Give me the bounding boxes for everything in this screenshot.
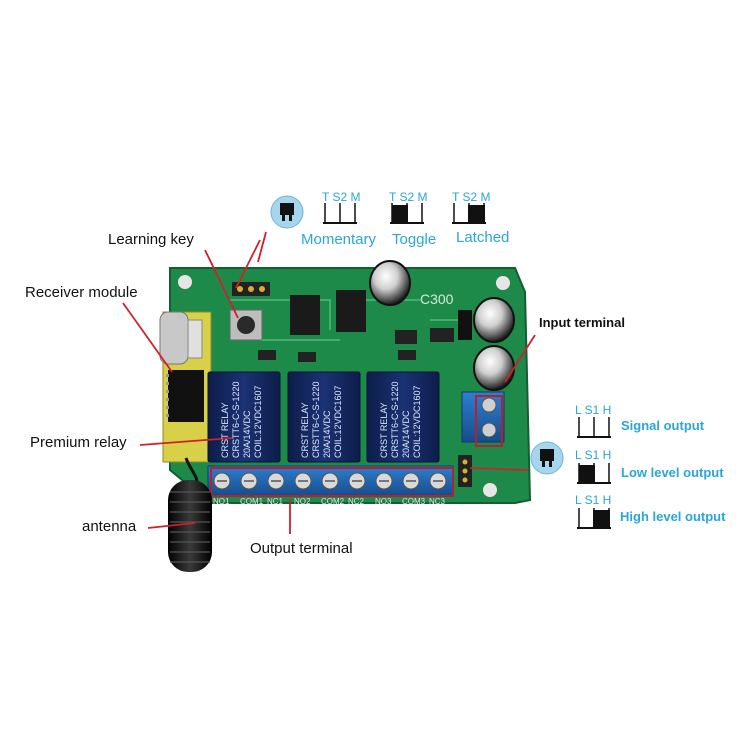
jumper-diagram-0 <box>323 203 357 224</box>
output-diagram-2 <box>577 508 611 529</box>
output-diagram-1 <box>577 463 611 484</box>
mode-toggle-label: Toggle <box>392 231 437 248</box>
terminal-label: NO1 <box>213 497 230 506</box>
learning-key-button <box>229 309 263 341</box>
relay-text-line: CRSTT6-C-S-1220 <box>311 381 321 458</box>
jumper-diagram-1 <box>390 203 424 224</box>
relay-text-line: CRSTT6-C-S-1220 <box>231 381 241 458</box>
terminal-label: NC3 <box>429 497 446 506</box>
input-terminal-label: Input terminal <box>539 315 625 330</box>
relay-text-line: CRST RELAY <box>379 402 389 458</box>
capacitors <box>369 260 515 391</box>
pins-high: L S1 H <box>575 493 612 507</box>
relay-text-line: COIL:12VDC1607 <box>333 385 343 458</box>
output-terminal-block <box>207 465 454 497</box>
receiver-module-label: Receiver module <box>25 284 138 301</box>
output-jumper-header <box>458 455 472 487</box>
relay-text-line: CRST RELAY <box>300 402 310 458</box>
pins-low: L S1 H <box>575 448 612 462</box>
relay-text-line: CRST RELAY <box>220 402 230 458</box>
terminal-label: NC1 <box>267 497 284 506</box>
relay-text-line: 20A/14VDC <box>242 410 252 458</box>
pins-latched: T S2 M <box>452 190 491 204</box>
terminal-label: COM1 <box>240 497 264 506</box>
terminal-label: NO3 <box>375 497 392 506</box>
pins-signal: L S1 H <box>575 403 612 417</box>
pins-momentary: T S2 M <box>322 190 361 204</box>
terminal-label: NC2 <box>348 497 365 506</box>
antenna-label: antenna <box>82 518 137 535</box>
input-terminal-block <box>461 391 505 447</box>
mode-high-label: High level output <box>620 509 726 524</box>
relay-2 <box>287 371 361 463</box>
premium-relay-label: Premium relay <box>30 434 127 451</box>
jumper-diagram-2 <box>452 203 486 224</box>
output-mode-diagrams <box>577 417 611 529</box>
mode-momentary-label: Momentary <box>301 231 377 248</box>
output-diagram-0 <box>577 417 611 438</box>
pointer-lines <box>122 231 536 534</box>
mode-signal-label: Signal output <box>621 418 705 433</box>
relay-text-line: 20A/14VDC <box>401 410 411 458</box>
terminal-label: COM2 <box>321 497 345 506</box>
antenna-coil <box>168 457 212 572</box>
terminal-label: COM3 <box>402 497 426 506</box>
ic-chips <box>258 290 454 362</box>
relay-text-line: CRSTT6-C-S-1220 <box>390 381 400 458</box>
relay-text-line: COIL:12VDC1607 <box>412 385 422 458</box>
learning-key-label: Learning key <box>108 231 194 248</box>
output-terminal-label: Output terminal <box>250 540 353 557</box>
jumper-icon-top <box>270 195 304 229</box>
mode-latched-label: Latched <box>456 229 510 246</box>
relay-3 <box>366 371 440 463</box>
jumper-mode-diagrams <box>323 203 486 224</box>
jumper-icon-right <box>530 441 564 475</box>
relay-text-line: COIL:12VDC1607 <box>253 385 263 458</box>
board-marking: C300 <box>420 291 454 307</box>
relay-1 <box>207 371 281 463</box>
relay-text-line: 20A/14VDC <box>322 410 332 458</box>
terminal-label: NO2 <box>294 497 311 506</box>
pins-toggle: T S2 M <box>389 190 428 204</box>
mode-low-label: Low level output <box>621 465 724 480</box>
jumper-header-top <box>232 282 270 296</box>
